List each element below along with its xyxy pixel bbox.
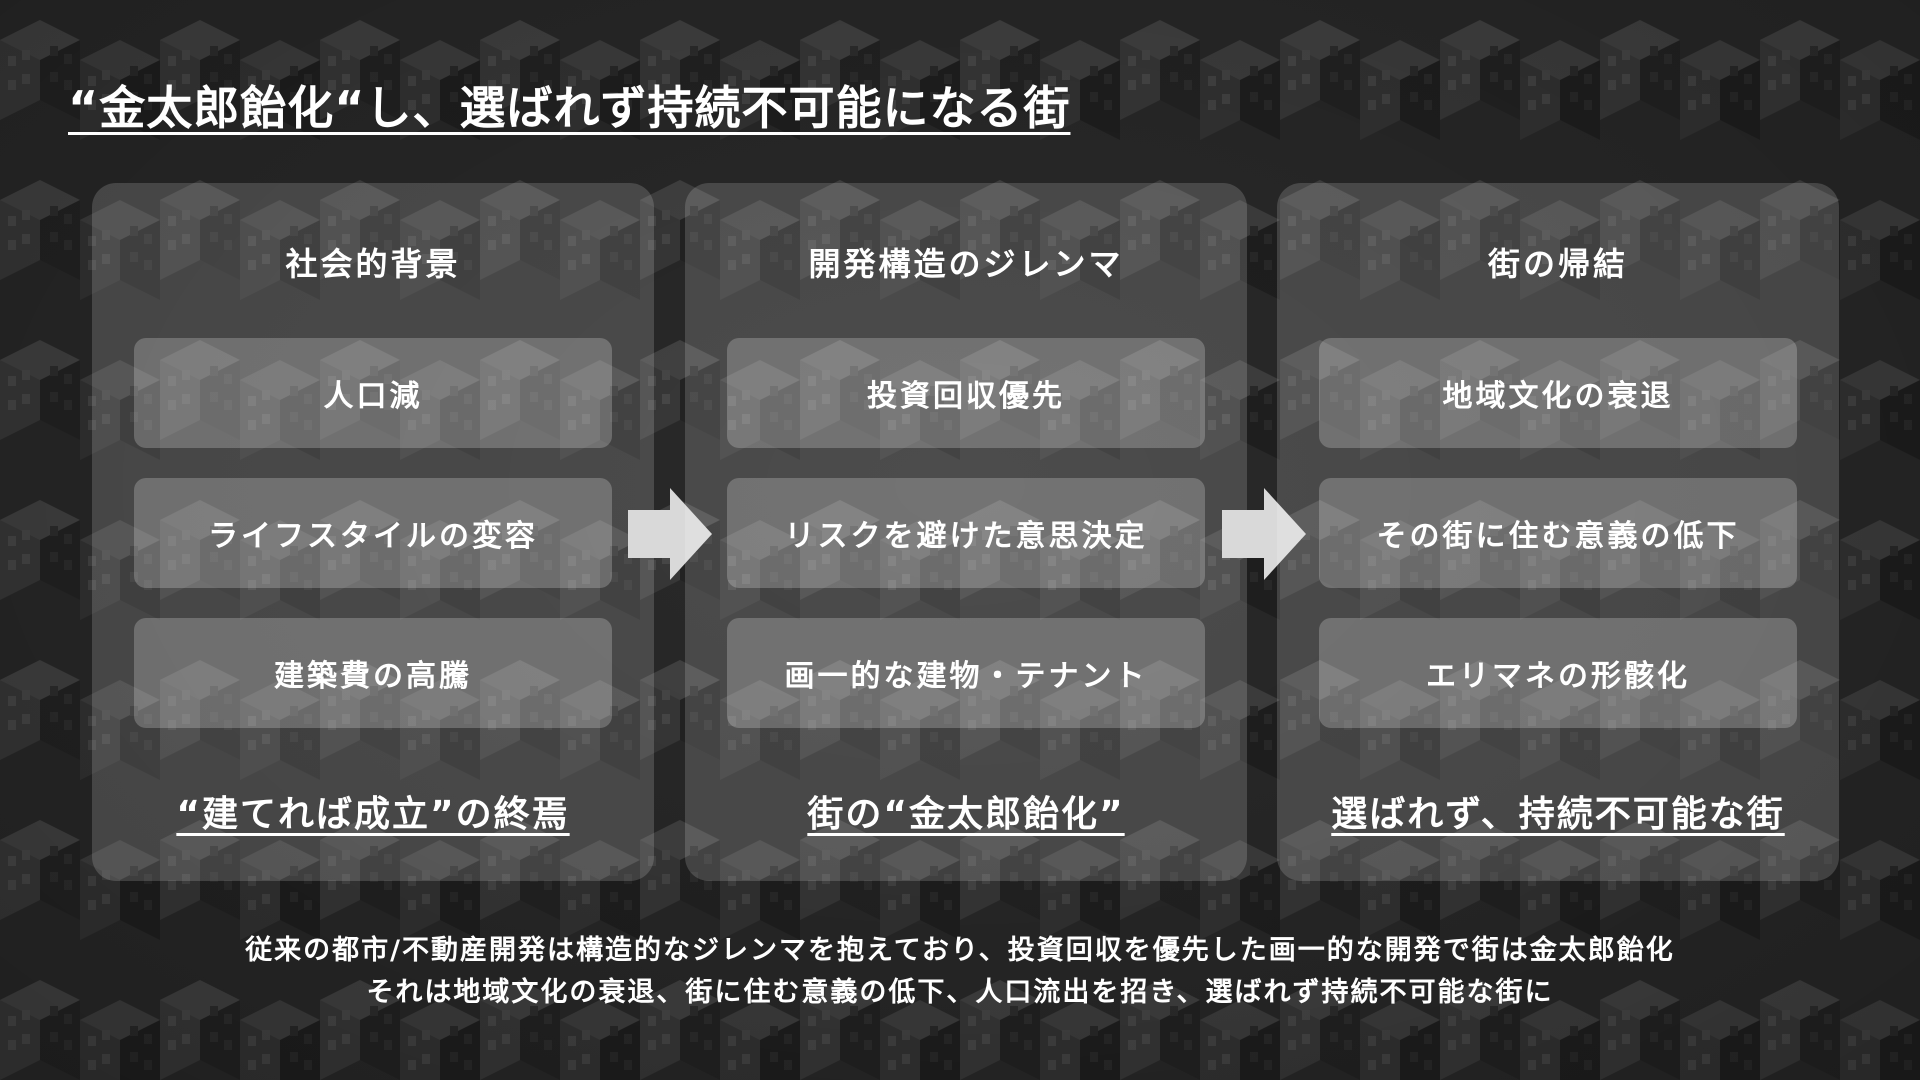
column-city-outcome: 街の帰結 地域文化の衰退 その街に住む意義の低下 エリマネの形骸化 選ばれず、持… [1277, 183, 1839, 881]
column-heading: 街の帰結 [1487, 245, 1628, 283]
column-heading: 開発構造のジレンマ [808, 245, 1124, 283]
page-title: “金太郎飴化“し、選ばれず持続不可能になる街 [68, 81, 1071, 135]
column-item: 投資回収優先 [727, 338, 1205, 448]
column-result: 選ばれず、持続不可能な街 [1331, 794, 1785, 835]
column-item: リスクを避けた意思決定 [727, 478, 1205, 588]
column-item: 人口減 [134, 338, 612, 448]
arrow-right-icon [1222, 488, 1306, 580]
column-item: その街に住む意義の低下 [1319, 478, 1797, 588]
column-item: エリマネの形骸化 [1319, 618, 1797, 728]
summary-text: 従来の都市/不動産開発は構造的なジレンマを抱えており、投資回収を優先した画一的な… [0, 930, 1920, 1014]
column-item: 建築費の高騰 [134, 618, 612, 728]
column-item: 地域文化の衰退 [1319, 338, 1797, 448]
summary-line-1: 従来の都市/不動産開発は構造的なジレンマを抱えており、投資回収を優先した画一的な… [245, 935, 1675, 966]
column-item: ライフスタイルの変容 [134, 478, 612, 588]
column-development-dilemma: 開発構造のジレンマ 投資回収優先 リスクを避けた意思決定 画一的な建物・テナント… [685, 183, 1247, 881]
column-social-background: 社会的背景 人口減 ライフスタイルの変容 建築費の高騰 “建てれば成立”の終焉 [92, 183, 654, 881]
column-result: “建てれば成立”の終焉 [176, 794, 570, 835]
column-heading: 社会的背景 [285, 245, 461, 283]
column-result: 街の“金太郎飴化” [807, 794, 1125, 835]
arrow-right-icon [628, 488, 712, 580]
column-item: 画一的な建物・テナント [727, 618, 1205, 728]
summary-line-2: それは地域文化の衰退、街に住む意義の低下、人口流出を招き、選ばれず持続不可能な街… [366, 977, 1554, 1008]
